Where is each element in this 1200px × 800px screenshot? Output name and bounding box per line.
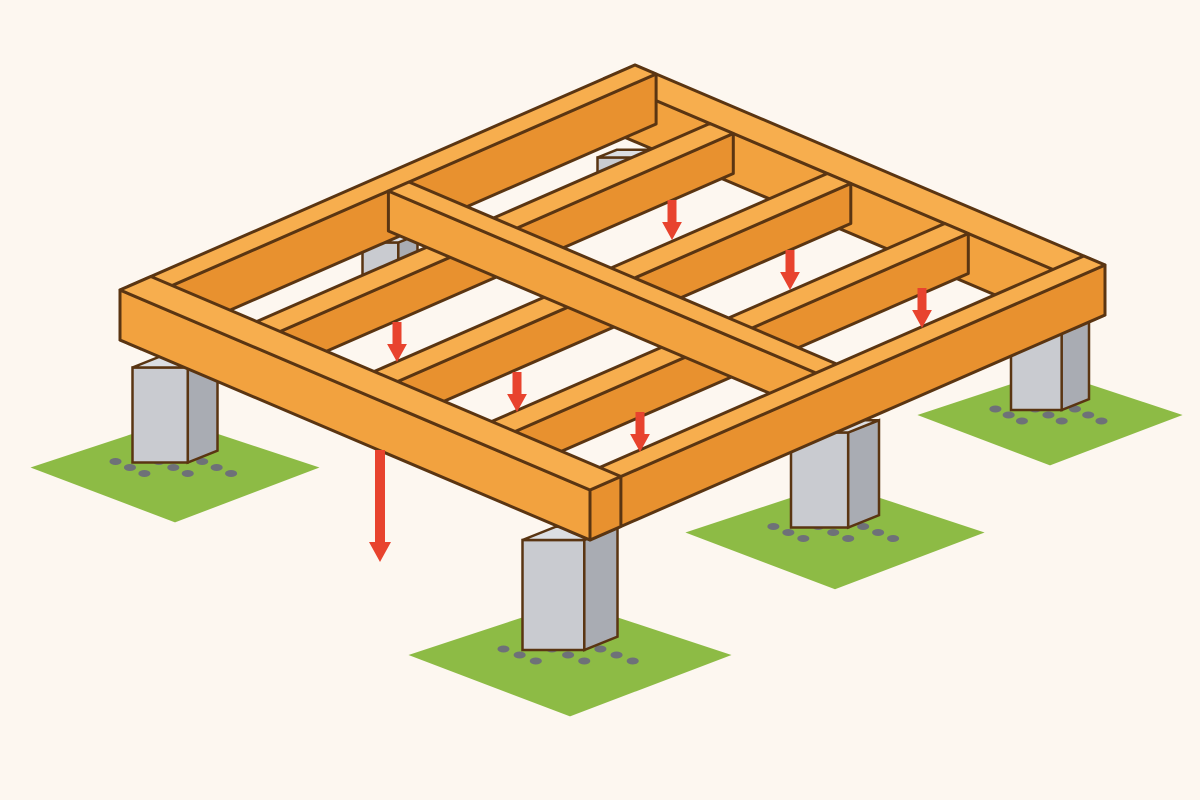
grass-patch: [30, 419, 320, 523]
pier-front-face: [131, 366, 189, 464]
gravel-stone: [857, 523, 870, 530]
gravel-stone: [123, 464, 136, 471]
gravel-stone: [109, 458, 122, 465]
concrete-piers: [131, 147, 1091, 652]
gravel-stone: [610, 651, 623, 659]
pier-front-face: [521, 538, 586, 652]
gravel-stone: [626, 657, 639, 665]
gravel-stone: [1095, 417, 1108, 425]
load-arrow: [662, 200, 682, 240]
load-arrow: [387, 322, 407, 362]
load-arrows: [369, 200, 932, 562]
front-rim-board: [118, 275, 623, 542]
gravel-stone: [167, 464, 180, 471]
gravel-stone: [782, 529, 795, 536]
gravel-stone: [513, 651, 526, 659]
pier-side-face: [846, 418, 881, 530]
deck-frame: [118, 63, 1107, 542]
front-rim-board-top-face: [118, 275, 623, 492]
gravel-stone: [842, 535, 855, 542]
concrete-pier: [521, 524, 619, 652]
gravel-stone: [767, 523, 780, 530]
gravel-stone: [578, 657, 591, 665]
gravel-stone: [989, 405, 1002, 413]
gravel-stone: [1055, 417, 1068, 425]
gravel-stone: [497, 645, 510, 653]
concrete-pier: [131, 353, 219, 465]
gravel-stone: [594, 645, 607, 653]
grass-patch: [685, 483, 985, 590]
gravel-stone: [196, 458, 209, 465]
gravel-stone: [797, 535, 810, 542]
gravel-stone: [181, 470, 194, 477]
load-arrow: [630, 412, 650, 452]
gravel-stone: [872, 529, 885, 536]
gravel-stone: [210, 464, 223, 471]
gravel-stone: [529, 657, 542, 665]
gravel-stone: [1015, 417, 1028, 425]
load-arrow: [780, 250, 800, 290]
gravel-stone: [225, 470, 238, 477]
load-arrow: [912, 288, 932, 328]
load-arrow: [507, 372, 527, 412]
gravel-stone: [562, 651, 575, 659]
grass-patch: [408, 601, 732, 717]
gravel-stone: [138, 470, 151, 477]
gravel-stone: [1068, 405, 1081, 413]
load-arrow-large: [369, 450, 391, 562]
gravel-stone: [827, 529, 840, 536]
gravel-stone: [1002, 411, 1015, 419]
gravel-stone: [1042, 411, 1055, 419]
pier-side-face: [583, 524, 619, 652]
gravel-stone: [887, 535, 900, 542]
gravel-stone: [1082, 411, 1095, 419]
